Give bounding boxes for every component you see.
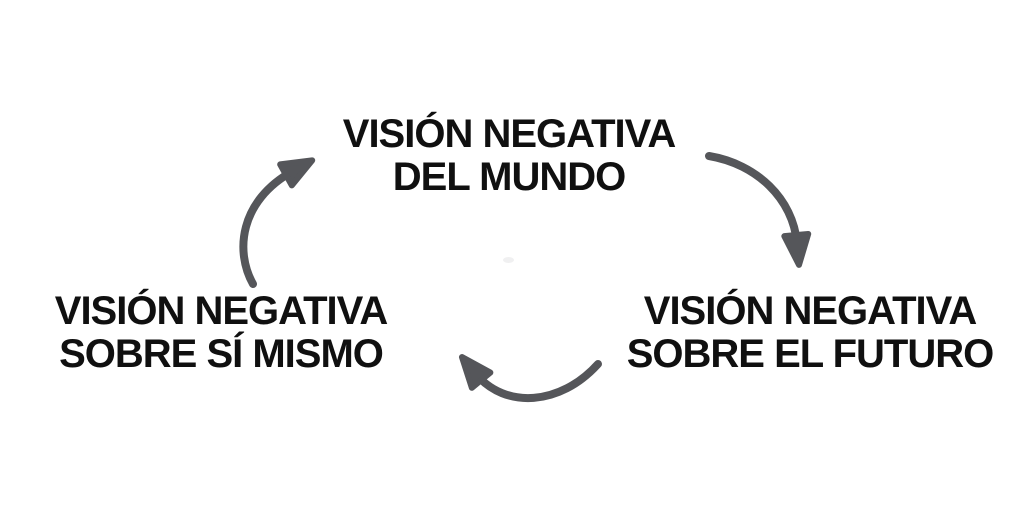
node-vision-world: VISIÓN NEGATIVA DEL MUNDO (189, 113, 829, 199)
node-vision-world-line1: VISIÓN NEGATIVA (342, 112, 676, 156)
node-vision-self: VISIÓN NEGATIVA SOBRE SÍ MISMO (0, 290, 541, 376)
faint-smudge (503, 257, 514, 263)
node-vision-future-line2: SOBRE EL FUTURO (626, 332, 995, 376)
node-vision-future-line1: VISIÓN NEGATIVA (643, 289, 977, 333)
node-vision-future: VISIÓN NEGATIVA SOBRE EL FUTURO (490, 290, 1024, 376)
node-vision-self-line1: VISIÓN NEGATIVA (54, 289, 388, 333)
arrow-future-to-self-icon (458, 354, 602, 403)
node-vision-world-line2: DEL MUNDO (392, 155, 626, 199)
arrow-self-to-world-icon (239, 157, 316, 288)
node-vision-self-line2: SOBRE SÍ MISMO (59, 332, 384, 376)
arrow-world-to-future-icon (705, 152, 812, 268)
